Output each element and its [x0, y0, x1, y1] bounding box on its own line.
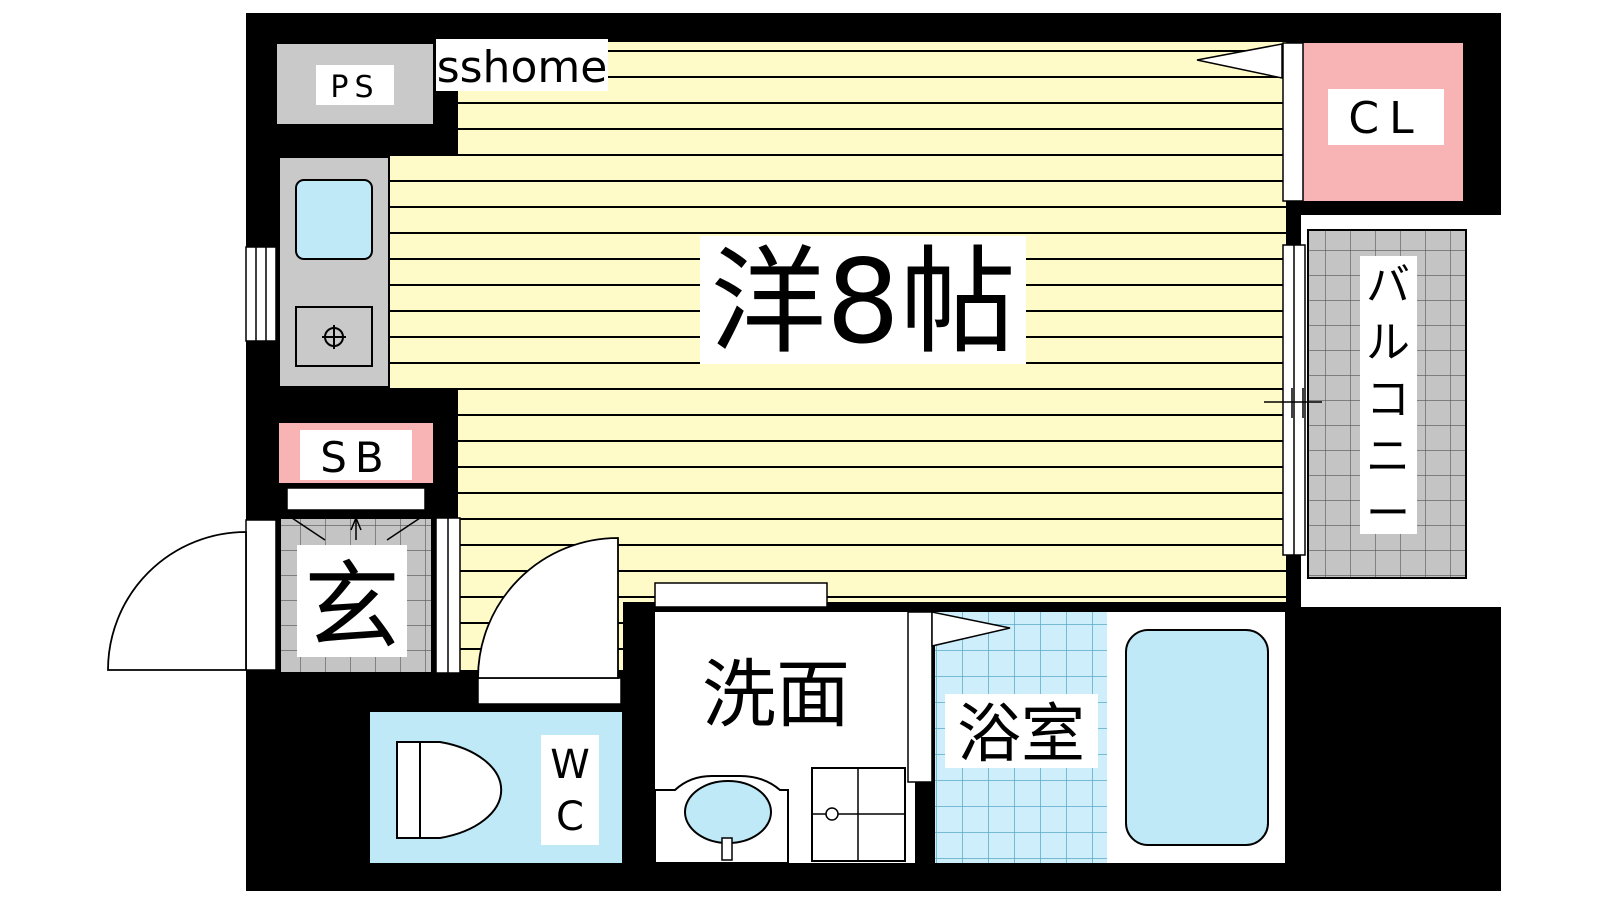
- pipe-space: [275, 42, 435, 126]
- western-room-floor-left: [388, 155, 468, 390]
- bath-tub: [1125, 629, 1269, 846]
- ps-label-box: [316, 65, 394, 105]
- bathroom-door-swing: [931, 611, 1011, 647]
- wash-basin: [684, 780, 772, 844]
- shoe-box-label-box: [300, 430, 412, 480]
- bathroom-label-box: [945, 694, 1098, 768]
- balcony-label-char-5: ー: [1366, 488, 1410, 539]
- toilet-door-swing: [477, 537, 619, 679]
- closet-door: [1282, 42, 1304, 202]
- faucet-icon: [721, 837, 733, 861]
- entrance-label-box: [297, 545, 407, 657]
- entrance-step: [286, 487, 426, 511]
- closet-label-box: [1328, 89, 1444, 145]
- front-door-swing: [107, 531, 247, 671]
- bathroom-door: [907, 611, 933, 783]
- western-room-label-box: [700, 236, 1026, 364]
- balcony-label-box: [1360, 256, 1417, 534]
- shoe-box-label: SB: [320, 433, 391, 482]
- toilet-icon: [396, 741, 503, 839]
- kitchen-sink: [295, 179, 373, 260]
- drain-icon: [825, 807, 839, 821]
- toilet-label-char-2: C: [556, 794, 584, 840]
- toilet-label-box: [541, 735, 599, 845]
- toilet-door: [477, 677, 622, 705]
- washroom-door: [654, 582, 828, 608]
- watermark-text: sshome: [437, 42, 608, 93]
- washroom-label: 洗面: [702, 652, 850, 738]
- bathroom-label: 浴室: [957, 698, 1085, 772]
- balcony-label-char-3: コ: [1366, 374, 1410, 425]
- balcony-label-char-4: ニ: [1366, 431, 1410, 482]
- kitchen-window: [245, 246, 277, 342]
- pipe-space-label: PS: [330, 70, 379, 105]
- closet-door-swing: [1196, 43, 1283, 79]
- balcony-label-char-1: バ: [1366, 260, 1410, 311]
- toilet-label-char-1: W: [550, 742, 590, 788]
- closet-label: CL: [1348, 93, 1423, 144]
- balcony-label-char-2: ル: [1366, 317, 1410, 368]
- entrance-label: 玄: [304, 551, 400, 663]
- western-room-label: 洋8帖: [710, 235, 1016, 370]
- watermark-box: [436, 39, 608, 91]
